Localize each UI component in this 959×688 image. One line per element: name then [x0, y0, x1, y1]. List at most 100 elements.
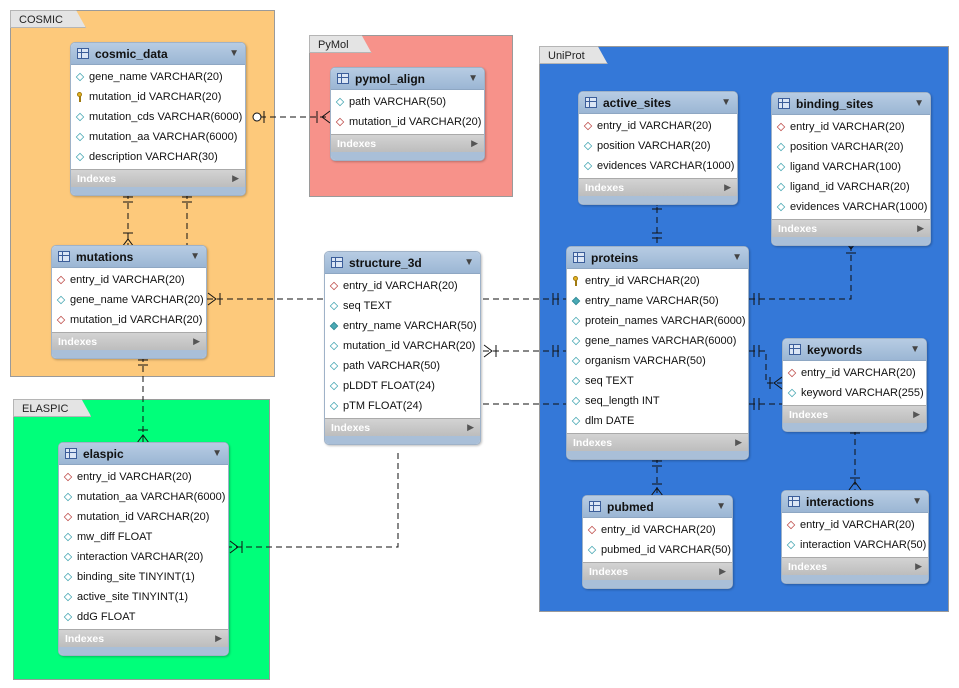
table-structure-3d[interactable]: structure_3d▼entry_id VARCHAR(20)seq TEX…: [324, 251, 481, 445]
column-row[interactable]: mutation_id VARCHAR(20): [59, 507, 228, 527]
column-row[interactable]: mutation_id VARCHAR(20): [325, 336, 480, 356]
column-row[interactable]: entry_name VARCHAR(50): [325, 316, 480, 336]
collapse-triangle-icon[interactable]: ▼: [912, 496, 922, 507]
column-row[interactable]: entry_id VARCHAR(20): [772, 117, 930, 137]
column-row[interactable]: gene_name VARCHAR(20): [52, 290, 206, 310]
column-row[interactable]: entry_id VARCHAR(20): [567, 271, 748, 291]
expand-triangle-icon[interactable]: ▶: [232, 173, 239, 183]
column-row[interactable]: mutation_id VARCHAR(20): [52, 310, 206, 330]
column-row[interactable]: pLDDT FLOAT(24): [325, 376, 480, 396]
column-row[interactable]: interaction VARCHAR(50): [782, 535, 928, 555]
column-row[interactable]: ligand_id VARCHAR(20): [772, 177, 930, 197]
column-row[interactable]: keyword VARCHAR(255): [783, 383, 926, 403]
column-row[interactable]: mutation_cds VARCHAR(6000): [71, 107, 245, 127]
indexes-section[interactable]: Indexes▶: [579, 178, 737, 196]
table-header[interactable]: mutations▼: [52, 246, 206, 268]
collapse-triangle-icon[interactable]: ▼: [910, 344, 920, 355]
expand-triangle-icon[interactable]: ▶: [735, 437, 742, 447]
expand-triangle-icon[interactable]: ▶: [215, 633, 222, 643]
column-row[interactable]: entry_id VARCHAR(20): [782, 515, 928, 535]
collapse-triangle-icon[interactable]: ▼: [190, 251, 200, 262]
expand-triangle-icon[interactable]: ▶: [724, 182, 731, 192]
column-row[interactable]: entry_id VARCHAR(20): [579, 116, 737, 136]
collapse-triangle-icon[interactable]: ▼: [212, 448, 222, 459]
column-row[interactable]: binding_site TINYINT(1): [59, 567, 228, 587]
collapse-triangle-icon[interactable]: ▼: [716, 501, 726, 512]
table-header[interactable]: cosmic_data▼: [71, 43, 245, 65]
table-elaspic[interactable]: elaspic▼entry_id VARCHAR(20)mutation_aa …: [58, 442, 229, 656]
collapse-triangle-icon[interactable]: ▼: [914, 98, 924, 109]
collapse-triangle-icon[interactable]: ▼: [732, 252, 742, 263]
column-row[interactable]: protein_names VARCHAR(6000): [567, 311, 748, 331]
expand-triangle-icon[interactable]: ▶: [915, 561, 922, 571]
table-keywords[interactable]: keywords▼entry_id VARCHAR(20)keyword VAR…: [782, 338, 927, 432]
column-row[interactable]: evidences VARCHAR(1000): [579, 156, 737, 176]
column-row[interactable]: seq TEXT: [325, 296, 480, 316]
indexes-section[interactable]: Indexes▶: [772, 219, 930, 237]
collapse-triangle-icon[interactable]: ▼: [229, 48, 239, 59]
indexes-section[interactable]: Indexes▶: [71, 169, 245, 187]
table-header[interactable]: elaspic▼: [59, 443, 228, 465]
indexes-section[interactable]: Indexes▶: [59, 629, 228, 647]
column-row[interactable]: mutation_aa VARCHAR(6000): [71, 127, 245, 147]
table-mutations[interactable]: mutations▼entry_id VARCHAR(20)gene_name …: [51, 245, 207, 359]
indexes-section[interactable]: Indexes▶: [52, 332, 206, 350]
column-row[interactable]: entry_id VARCHAR(20): [783, 363, 926, 383]
collapse-triangle-icon[interactable]: ▼: [721, 97, 731, 108]
table-header[interactable]: binding_sites▼: [772, 93, 930, 115]
table-header[interactable]: structure_3d▼: [325, 252, 480, 274]
expand-triangle-icon[interactable]: ▶: [467, 422, 474, 432]
expand-triangle-icon[interactable]: ▶: [471, 138, 478, 148]
collapse-triangle-icon[interactable]: ▼: [468, 73, 478, 84]
column-row[interactable]: dlm DATE: [567, 411, 748, 431]
table-header[interactable]: pymol_align▼: [331, 68, 484, 90]
column-row[interactable]: path VARCHAR(50): [325, 356, 480, 376]
column-row[interactable]: entry_id VARCHAR(20): [583, 520, 732, 540]
column-row[interactable]: path VARCHAR(50): [331, 92, 484, 112]
column-row[interactable]: entry_id VARCHAR(20): [52, 270, 206, 290]
indexes-section[interactable]: Indexes▶: [783, 405, 926, 423]
table-pubmed[interactable]: pubmed▼entry_id VARCHAR(20)pubmed_id VAR…: [582, 495, 733, 589]
table-pymol-align[interactable]: pymol_align▼path VARCHAR(50)mutation_id …: [330, 67, 485, 161]
table-header[interactable]: active_sites▼: [579, 92, 737, 114]
column-row[interactable]: ligand VARCHAR(100): [772, 157, 930, 177]
indexes-section[interactable]: Indexes▶: [325, 418, 480, 436]
column-row[interactable]: entry_id VARCHAR(20): [325, 276, 480, 296]
table-active-sites[interactable]: active_sites▼entry_id VARCHAR(20)positio…: [578, 91, 738, 205]
expand-triangle-icon[interactable]: ▶: [193, 336, 200, 346]
indexes-section[interactable]: Indexes▶: [583, 562, 732, 580]
column-row[interactable]: mutation_id VARCHAR(20): [331, 112, 484, 132]
column-row[interactable]: seq_length INT: [567, 391, 748, 411]
column-row[interactable]: gene_names VARCHAR(6000): [567, 331, 748, 351]
indexes-section[interactable]: Indexes▶: [567, 433, 748, 451]
column-row[interactable]: pTM FLOAT(24): [325, 396, 480, 416]
column-row[interactable]: entry_id VARCHAR(20): [59, 467, 228, 487]
column-row[interactable]: entry_name VARCHAR(50): [567, 291, 748, 311]
column-row[interactable]: active_site TINYINT(1): [59, 587, 228, 607]
column-row[interactable]: pubmed_id VARCHAR(50): [583, 540, 732, 560]
column-row[interactable]: position VARCHAR(20): [772, 137, 930, 157]
expand-triangle-icon[interactable]: ▶: [913, 409, 920, 419]
table-cosmic-data[interactable]: cosmic_data▼gene_name VARCHAR(20)mutatio…: [70, 42, 246, 196]
expand-triangle-icon[interactable]: ▶: [917, 223, 924, 233]
column-row[interactable]: gene_name VARCHAR(20): [71, 67, 245, 87]
table-binding-sites[interactable]: binding_sites▼entry_id VARCHAR(20)positi…: [771, 92, 931, 246]
table-interactions[interactable]: interactions▼entry_id VARCHAR(20)interac…: [781, 490, 929, 584]
table-header[interactable]: pubmed▼: [583, 496, 732, 518]
column-row[interactable]: description VARCHAR(30): [71, 147, 245, 167]
collapse-triangle-icon[interactable]: ▼: [464, 257, 474, 268]
table-header[interactable]: interactions▼: [782, 491, 928, 513]
table-proteins[interactable]: proteins▼entry_id VARCHAR(20)entry_name …: [566, 246, 749, 460]
column-row[interactable]: seq TEXT: [567, 371, 748, 391]
column-row[interactable]: mutation_id VARCHAR(20): [71, 87, 245, 107]
column-row[interactable]: ddG FLOAT: [59, 607, 228, 627]
column-row[interactable]: organism VARCHAR(50): [567, 351, 748, 371]
expand-triangle-icon[interactable]: ▶: [719, 566, 726, 576]
table-header[interactable]: keywords▼: [783, 339, 926, 361]
column-row[interactable]: position VARCHAR(20): [579, 136, 737, 156]
column-row[interactable]: evidences VARCHAR(1000): [772, 197, 930, 217]
column-row[interactable]: mutation_aa VARCHAR(6000): [59, 487, 228, 507]
table-header[interactable]: proteins▼: [567, 247, 748, 269]
indexes-section[interactable]: Indexes▶: [331, 134, 484, 152]
column-row[interactable]: mw_diff FLOAT: [59, 527, 228, 547]
